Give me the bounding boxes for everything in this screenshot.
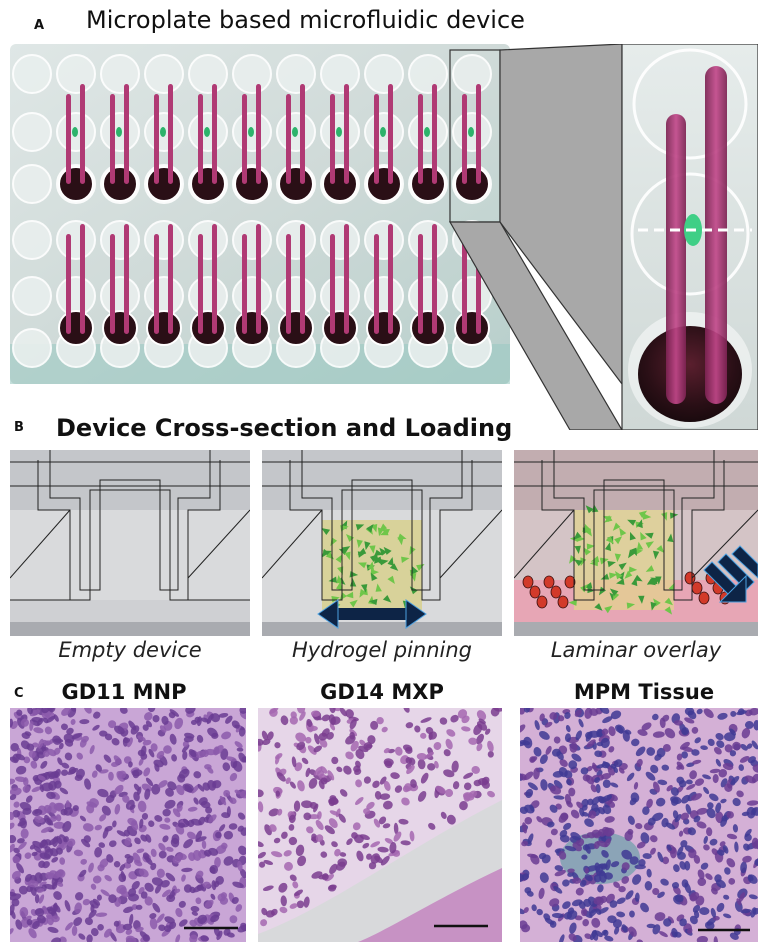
cross-section-hydrogel: [262, 450, 502, 636]
panel-a-title: Microplate based microfluidic device: [86, 6, 525, 34]
panel-b-title: Device Cross-section and Loading: [56, 414, 513, 442]
histology-gd14: [258, 708, 502, 942]
flow-arrows-icon: [703, 545, 758, 603]
cross-section-laminar: [514, 450, 758, 636]
histology-mpm: [520, 708, 758, 942]
cross-section-empty: [10, 450, 250, 636]
panel-b-letter: B: [14, 420, 24, 435]
panel-c-letter: C: [14, 686, 24, 701]
caption-empty-device: Empty device: [58, 638, 202, 662]
panel-a-letter: A: [34, 18, 45, 33]
label-mpm-tissue: MPM Tissue: [573, 680, 715, 704]
label-gd14-mxp: GD14 MXP: [320, 680, 444, 704]
label-gd11-mnp: GD11 MNP: [61, 680, 187, 704]
caption-hydrogel-pinning: Hydrogel pinning: [291, 638, 473, 662]
double-arrow-icon: [317, 599, 427, 629]
microplate-photo: [10, 44, 758, 430]
histology-gd11: [10, 708, 246, 942]
caption-laminar-overlay: Laminar overlay: [550, 638, 722, 662]
